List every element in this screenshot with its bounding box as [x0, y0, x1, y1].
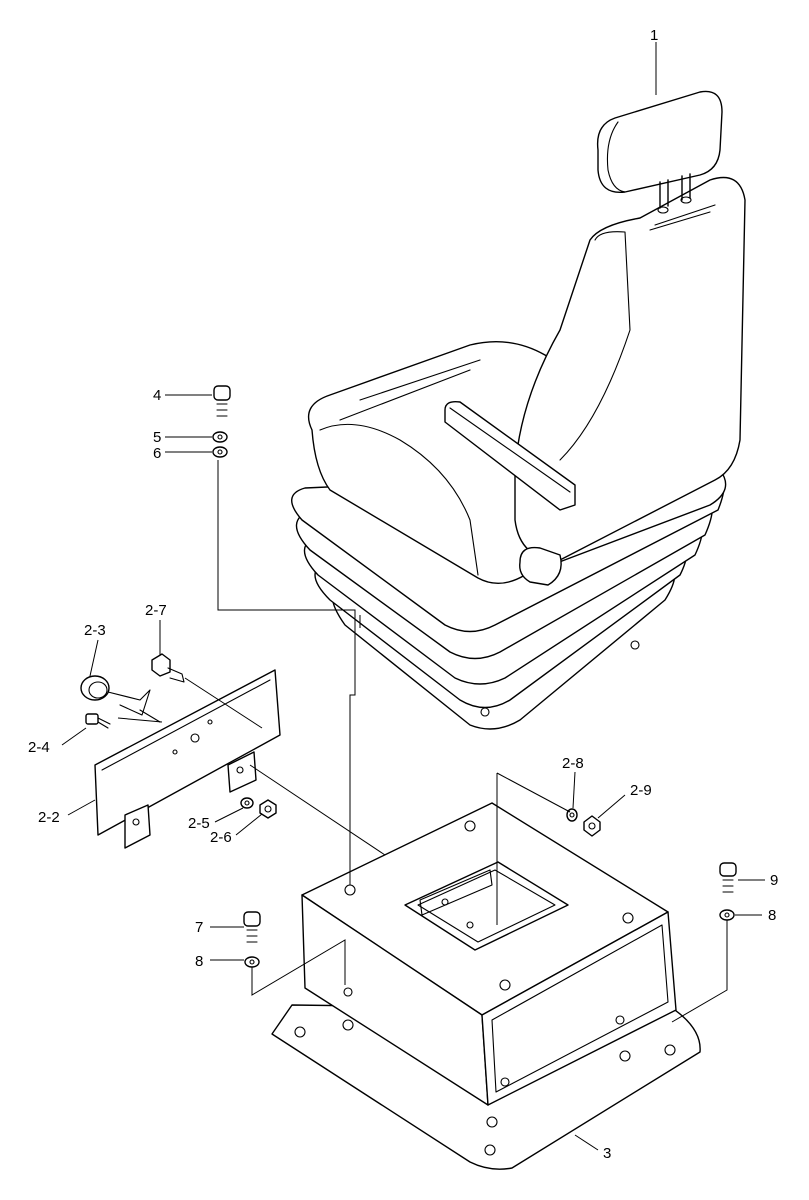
washer-6 — [212, 446, 228, 458]
callout-2-6: 2-6 — [210, 829, 232, 846]
nut-2-6 — [259, 799, 277, 819]
nut-2-9 — [583, 815, 601, 837]
callout-8-left: 8 — [195, 953, 203, 970]
callout-labels: 1 4 5 6 2-7 2-3 2-4 2-2 2-5 2-6 2-8 2-9 … — [28, 27, 778, 1162]
rotary-knob — [80, 675, 161, 723]
callout-leaders — [61, 42, 765, 1151]
washer-5 — [212, 431, 228, 443]
callout-2-2: 2-2 — [38, 809, 60, 826]
assembly-lines — [117, 460, 728, 1023]
callout-2-9: 2-9 — [630, 782, 652, 799]
callout-2-5: 2-5 — [188, 815, 210, 832]
callout-3: 3 — [603, 1145, 611, 1162]
washer-8-right — [719, 909, 735, 921]
callout-2-7: 2-7 — [145, 602, 167, 619]
callout-1: 1 — [650, 27, 658, 44]
bolt-4 — [213, 385, 231, 417]
switch-panel — [94, 669, 281, 849]
callout-2-8: 2-8 — [562, 755, 584, 772]
callout-5: 5 — [153, 429, 161, 446]
washer-8-left — [244, 956, 260, 968]
headrest — [596, 90, 723, 214]
callout-8-right: 8 — [768, 907, 776, 924]
armrest — [444, 400, 576, 586]
callout-7: 7 — [195, 919, 203, 936]
seat-box — [301, 802, 677, 1106]
washer-2-5 — [240, 797, 254, 809]
bolt-7 — [243, 911, 261, 943]
callout-6: 6 — [153, 445, 161, 462]
bolt-2-7 — [151, 653, 185, 683]
callout-2-4: 2-4 — [28, 739, 50, 756]
callout-9: 9 — [770, 872, 778, 889]
screw-2-4 — [85, 713, 111, 729]
callout-4: 4 — [153, 387, 161, 404]
bolt-9 — [719, 862, 737, 893]
callout-2-3: 2-3 — [84, 622, 106, 639]
